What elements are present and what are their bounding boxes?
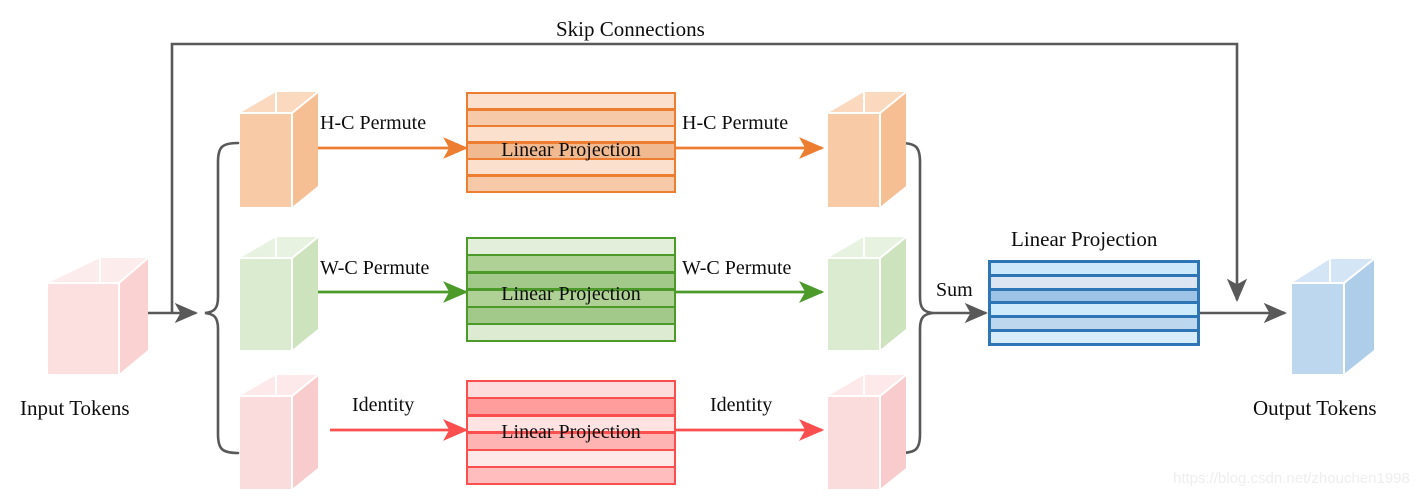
proj-stripe [468,160,674,175]
proj-stripe [468,399,674,414]
input-tokens-label: Input Tokens [20,396,130,420]
cube-output-tokens [1292,258,1375,374]
proj-stripe [468,94,674,109]
linear-projection-box-hc[interactable] [466,92,676,193]
output-linear-projection-label: Linear Projection [1011,227,1158,251]
cube-branch-identity-in [240,374,319,489]
proj-stripe [468,308,674,323]
proj-stripe [468,127,674,142]
proj-stripe [468,176,674,191]
split-brace [204,141,240,455]
proj-stripe [991,290,1197,302]
proj-stripe [468,273,674,289]
skip-connection-path [170,42,1248,313]
proj-stripe [468,110,674,125]
watermark-text: https://blog.csdn.net/zhouchen1998 [1173,470,1410,487]
cube-branch-hc-in [240,91,319,207]
cube-branch-identity-out [828,374,907,489]
output-tokens-label: Output Tokens [1253,396,1377,420]
identity-out-label: Identity [710,394,773,416]
hc-permute-in-label: H-C Permute [320,112,427,134]
proj-stripe [468,256,674,271]
proj-stripe [468,239,674,254]
wc-permute-in-label: W-C Permute [320,257,430,279]
identity-in-label: Identity [352,394,415,416]
linear-projection-box-wc[interactable] [466,237,676,342]
proj-stripe [991,263,1197,274]
cube-branch-hc-out [828,91,907,207]
cube-input-tokens [48,257,149,374]
cube-branch-wc-out [828,236,907,350]
proj-stripe [991,318,1197,330]
linear-projection-box-output[interactable] [988,260,1200,346]
cube-branch-wc-in [240,236,319,350]
wc-permute-out-label: W-C Permute [682,257,792,279]
proj-stripe [468,325,674,340]
sum-label: Sum [936,279,973,301]
proj-stripe [468,290,674,306]
proj-stripe [468,382,674,397]
skip-connections-label: Skip Connections [556,17,705,41]
proj-stripe [991,304,1197,316]
proj-stripe [991,276,1197,288]
proj-stripe [991,332,1197,343]
proj-stripe [468,433,674,449]
proj-stripe [468,143,674,158]
proj-stripe [468,451,674,466]
linear-projection-box-identity[interactable] [466,380,676,485]
hc-permute-out-label: H-C Permute [682,112,789,134]
proj-stripe [468,416,674,432]
proj-stripe [468,468,674,483]
